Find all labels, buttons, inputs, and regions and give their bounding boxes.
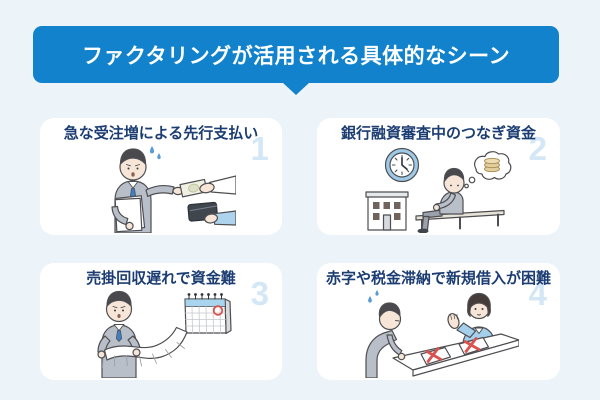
deadline-red-circle [212, 305, 224, 316]
coins-icon [483, 157, 500, 173]
worried-man-figure [97, 290, 141, 378]
thought-bubble-icon [463, 151, 511, 189]
scene-card-1: 1 急な受注増による先行支払い [40, 118, 282, 235]
scene-title: 売掛回収遅れで資金難 [86, 270, 236, 287]
scene-title: 銀行融資審査中のつなぎ資金 [340, 125, 536, 142]
scene-number: 3 [250, 275, 269, 312]
advance-payment-illustration [111, 146, 236, 233]
calendar-icon [184, 293, 232, 335]
partner-hand-giving-money [199, 175, 236, 195]
sweat-drops-icon [149, 146, 161, 160]
banner-tail-triangle [282, 82, 310, 95]
page-title: ファクタリングが活用される具体的なシーン [81, 44, 511, 68]
long-list-paper-icon [102, 326, 188, 368]
scene-number: 4 [528, 275, 547, 312]
partner-hand-wallet [204, 210, 236, 226]
bowing-man-figure [364, 290, 405, 378]
sweat-drops-icon [367, 290, 379, 303]
scene-card-4: 4 赤字や税金滞納で新規借入が困難 [317, 263, 560, 380]
desk [391, 333, 519, 377]
scene-number: 2 [528, 130, 547, 167]
scene-card-2: 2 銀行融資審査中のつなぎ資金 [317, 118, 560, 235]
scene-card-3: 3 売掛回収遅れで資金難 [40, 263, 282, 380]
header-banner: ファクタリングが活用される具体的なシーン [33, 26, 559, 95]
bank-waiting-illustration [364, 147, 511, 233]
stop-hand-icon [446, 312, 476, 339]
scene-title: 赤字や税金滞納で新規借入が困難 [325, 270, 551, 287]
rejected-documents-icon [419, 336, 489, 366]
waiting-man-figure [417, 167, 465, 233]
unpaid-invoice-illustration [97, 290, 232, 378]
bank-building-icon [364, 191, 409, 231]
loan-rejected-illustration [364, 290, 519, 378]
scene-number: 1 [250, 130, 269, 167]
money-bill-icon [179, 178, 208, 198]
scene-title: 急な受注増による先行支払い [63, 125, 259, 142]
clock-icon [384, 147, 419, 183]
